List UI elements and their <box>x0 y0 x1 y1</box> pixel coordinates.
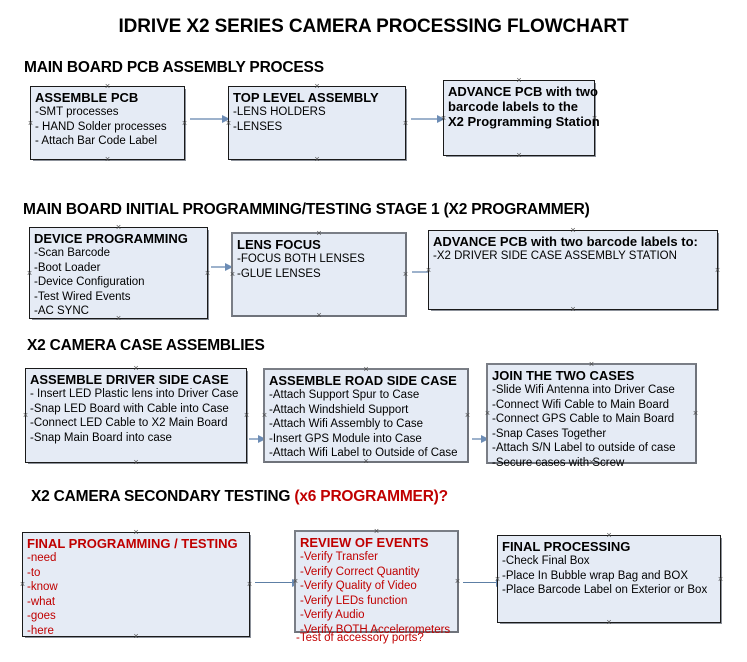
node-line: -SMT processes <box>35 106 119 118</box>
node-title: LENS FOCUS <box>237 237 321 252</box>
node-line: - HAND Solder processes <box>35 120 167 133</box>
node-line: -Connect GPS Cable to Main Board <box>492 413 675 425</box>
section-header-text: X2 CAMERA CASE ASSEMBLIES <box>27 337 265 354</box>
node-title: JOIN THE TWO CASES <box>492 368 635 383</box>
node-line: -Scan Barcode <box>34 247 111 259</box>
node-line: -goes <box>27 610 56 622</box>
node-title: ADVANCE PCB with two barcode labels to: <box>433 234 698 249</box>
node-join-the-two-cases[interactable]: JOIN THE TWO CASES -Slide Wifi Antenna i… <box>486 363 697 469</box>
node-title: ASSEMBLE ROAD SIDE CASE <box>269 373 457 388</box>
node-line: -Place In Bubble wrap Bag and BOX <box>502 569 689 582</box>
node-line: -Connect LED Cable to X2 Main Board <box>30 417 228 429</box>
node-line: -Boot Loader <box>34 261 101 274</box>
node-line: - Attach Bar Code Label <box>35 135 158 147</box>
node-title: DEVICE PROGRAMMING <box>34 231 188 246</box>
node-line: -Check Final Box <box>502 555 590 567</box>
node-line: -Verify BOTH Accelerometers <box>300 623 451 636</box>
node-line: -Insert GPS Module into Case <box>269 432 422 445</box>
node-device-programming[interactable]: DEVICE PROGRAMMING -Scan Barcode -Boot L… <box>29 227 208 319</box>
node-line: -Snap Main Board into case <box>30 431 172 444</box>
resize-handle-bottom[interactable] <box>316 312 323 319</box>
node-line: -Snap LED Board with Cable into Case <box>30 402 229 415</box>
node-top-level-assembly[interactable]: TOP LEVEL ASSEMBLY -LENS HOLDERS -LENSES <box>228 86 406 160</box>
node-advance-pcb-driver-side-station[interactable]: ADVANCE PCB with two barcode labels to: … <box>428 230 718 310</box>
node-title: FINAL PROGRAMMING / TESTING <box>27 536 238 551</box>
resize-handle-bottom[interactable] <box>104 156 111 163</box>
arrow-driver-case-to-road-case <box>249 435 266 443</box>
node-line: -X2 DRIVER SIDE CASE ASSEMBLY STATION <box>433 250 677 262</box>
node-line: -Secure cases with Screw <box>492 456 625 469</box>
node-title-line-3: X2 Programming Station <box>448 114 600 129</box>
node-review-of-events[interactable]: REVIEW OF EVENTS -Verify Transfer -Verif… <box>294 530 459 636</box>
resize-handle-bottom[interactable] <box>314 156 321 163</box>
node-assemble-pcb[interactable]: ASSEMBLE PCB -SMT processes - HAND Solde… <box>30 86 185 160</box>
node-line-overflow: -Test of accessory ports? <box>296 632 424 644</box>
node-line: -to <box>27 566 41 579</box>
node-line: -Attach Wifi Assembly to Case <box>269 418 424 430</box>
node-line: -here <box>27 624 54 637</box>
node-line: -Connect Wifi Cable to Main Board <box>492 398 670 411</box>
node-title: FINAL PROCESSING <box>502 539 631 554</box>
node-line: -know <box>27 581 58 593</box>
resize-handle-bottom[interactable] <box>606 619 613 626</box>
section-header-secondary-testing: X2 CAMERA SECONDARY TESTING (x6 PROGRAMM… <box>31 488 448 506</box>
node-lens-focus[interactable]: LENS FOCUS -FOCUS BOTH LENSES -GLUE LENS… <box>231 232 407 317</box>
node-advance-pcb-programming-station[interactable]: ADVANCE PCB with two barcode labels to t… <box>443 80 600 159</box>
node-line: - Insert LED Plastic lens into Driver Ca… <box>30 388 239 400</box>
section-header-text: MAIN BOARD INITIAL PROGRAMMING/TESTING S… <box>23 201 590 218</box>
node-line: -what <box>27 595 56 608</box>
section-header-text: X2 CAMERA SECONDARY TESTING <box>31 488 295 505</box>
node-line: -Verify Quality of Video <box>300 580 417 592</box>
node-line: -FOCUS BOTH LENSES <box>237 253 365 265</box>
resize-handle-bottom[interactable] <box>516 152 523 159</box>
node-line: -Verify Audio <box>300 609 365 621</box>
page-title: IDRIVE X2 SERIES CAMERA PROCESSING FLOWC… <box>118 16 629 37</box>
section-header-highlight: (x6 PROGRAMMER)? <box>294 488 448 505</box>
node-final-programming-testing[interactable]: FINAL PROGRAMMING / TESTING -need -to -k… <box>22 532 250 637</box>
node-assemble-driver-side-case[interactable]: ASSEMBLE DRIVER SIDE CASE - Insert LED P… <box>25 368 247 463</box>
node-assemble-road-side-case[interactable]: ASSEMBLE ROAD SIDE CASE -Attach Support … <box>263 368 469 463</box>
node-line: -Slide Wifi Antenna into Driver Case <box>492 384 675 396</box>
node-title: REVIEW OF EVENTS <box>300 535 429 550</box>
node-line: -Attach Support Spur to Case <box>269 389 420 401</box>
resize-handle-bottom[interactable] <box>570 306 577 313</box>
arrow-assemble-pcb-to-top-level <box>190 115 230 123</box>
node-line: -Verify Transfer <box>300 551 378 563</box>
node-line: -AC SYNC <box>34 305 89 317</box>
section-header-case-assemblies: X2 CAMERA CASE ASSEMBLIES <box>27 337 265 355</box>
node-line: -Verify Correct Quantity <box>300 565 420 578</box>
node-line: -Place Barcode Label on Exterior or Box <box>502 584 708 596</box>
node-line: -Attach S/N Label to outside of case <box>492 442 676 454</box>
arrow-road-case-to-join-cases <box>472 435 489 443</box>
node-line: -Device Configuration <box>34 276 145 288</box>
arrow-final-programming-to-review <box>255 578 300 587</box>
section-header-text: MAIN BOARD PCB ASSEMBLY PROCESS <box>24 59 324 76</box>
arrow-device-programming-to-lens-focus <box>211 263 233 271</box>
node-title: ASSEMBLE DRIVER SIDE CASE <box>30 372 229 387</box>
node-line: -need <box>27 552 57 564</box>
node-line: -LENSES <box>233 120 283 133</box>
section-header-initial-programming: MAIN BOARD INITIAL PROGRAMMING/TESTING S… <box>23 201 590 219</box>
node-line: -Attach Wifi Label to Outside of Case <box>269 447 458 459</box>
arrow-top-level-to-advance-pcb <box>411 115 445 123</box>
node-line: -GLUE LENSES <box>237 267 321 280</box>
node-final-processing[interactable]: FINAL PROCESSING -Check Final Box -Place… <box>497 535 721 623</box>
section-header-pcb-assembly: MAIN BOARD PCB ASSEMBLY PROCESS <box>24 59 324 77</box>
node-line: -Test Wired Events <box>34 290 131 303</box>
node-line: -Attach Windshield Support <box>269 403 409 416</box>
node-title: TOP LEVEL ASSEMBLY <box>233 90 379 105</box>
node-title: ASSEMBLE PCB <box>35 90 139 105</box>
node-line: -LENS HOLDERS <box>233 106 326 118</box>
node-line: -Verify LEDs function <box>300 594 408 607</box>
node-line: -Snap Cases Together <box>492 427 607 440</box>
resize-handle-bottom[interactable] <box>133 459 140 466</box>
resize-handle-right[interactable] <box>714 267 721 274</box>
node-title-line-2: barcode labels to the <box>448 99 579 114</box>
node-title: ADVANCE PCB with two <box>448 84 598 99</box>
